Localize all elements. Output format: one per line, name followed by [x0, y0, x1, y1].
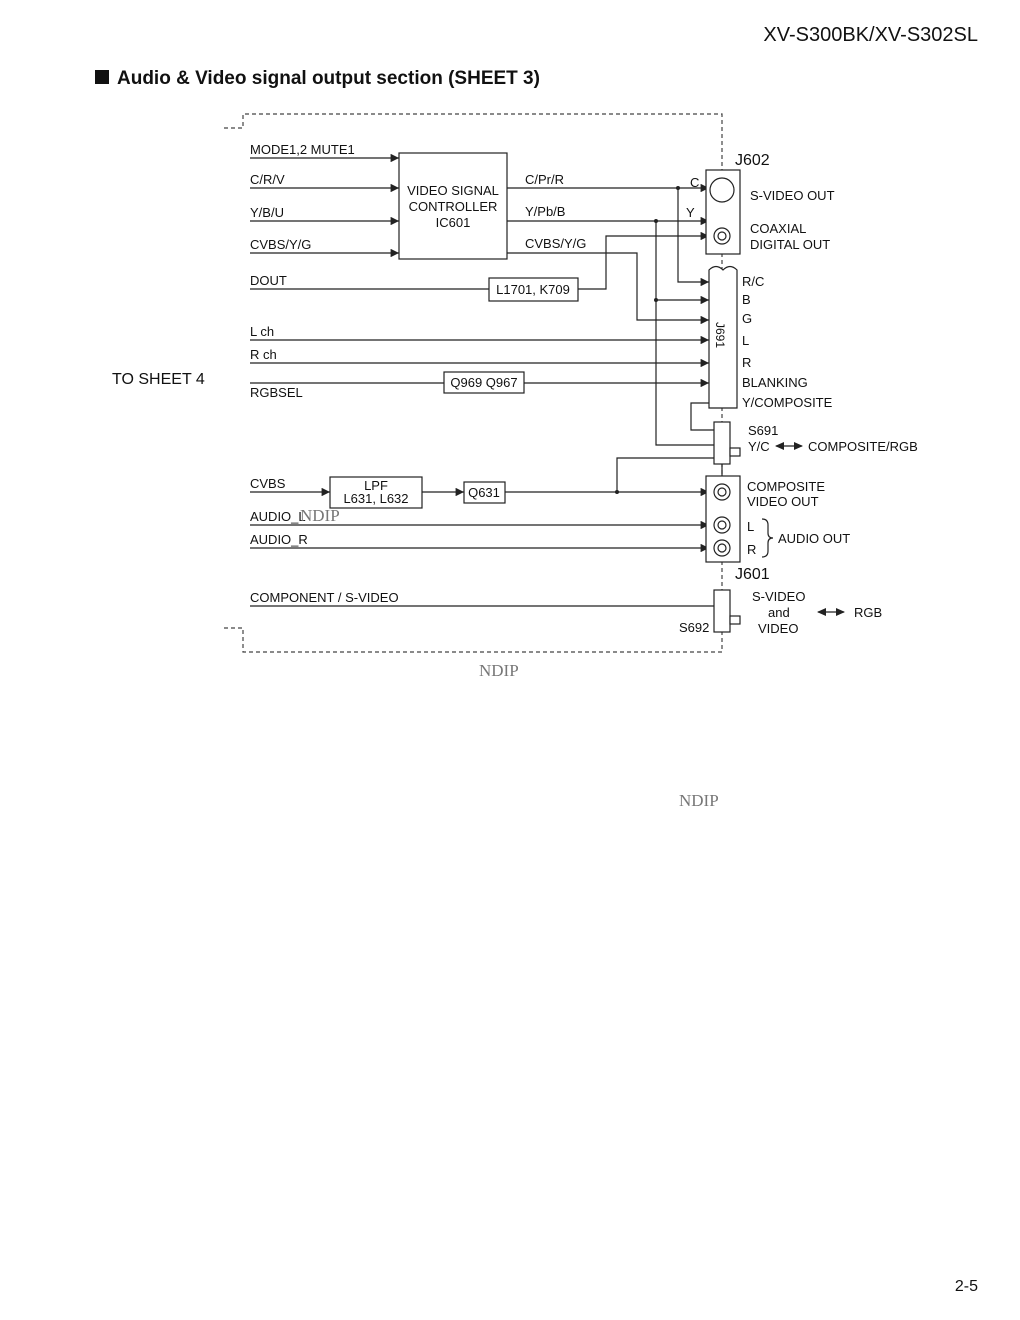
s692-switch — [713, 589, 731, 633]
c-pin-label: C — [690, 175, 699, 190]
cvbs-label: CVBS — [250, 476, 286, 491]
c-branch-line — [677, 188, 709, 287]
square-bullet-icon — [95, 70, 109, 84]
section-title: Audio & Video signal output section (SHE… — [95, 68, 540, 90]
cvbs-to-g-line — [507, 252, 709, 325]
j691-pin-ycomposite: Y/COMPOSITE — [742, 395, 833, 410]
ypb-label: Y/Pb/B — [525, 204, 565, 219]
junction-dot — [654, 298, 658, 302]
y-branch-line — [655, 221, 709, 305]
cpr-label: C/Pr/R — [525, 172, 564, 187]
q969-label: Q969 Q967 — [450, 375, 517, 390]
cvbs-yg-in-label: CVBS/Y/G — [250, 237, 311, 252]
s692-svideo-3: VIDEO — [758, 621, 798, 636]
double-arrow-icon — [817, 608, 845, 616]
y-to-s691-line — [655, 300, 714, 446]
audio-l-label: AUDIO_L — [250, 509, 306, 524]
j691-pin-rc: R/C — [742, 274, 764, 289]
s692-rgb-label: RGB — [854, 605, 882, 620]
s691-label: S691 — [748, 423, 778, 438]
l1701-label: L1701, K709 — [496, 282, 570, 297]
to-sheet-label: TO SHEET 4 — [112, 371, 205, 388]
j602-label: J602 — [735, 152, 770, 169]
watermark: NDIP — [300, 506, 340, 525]
lpf-box — [329, 476, 423, 509]
model-number: XV-S300BK/XV-S302SL — [763, 24, 978, 46]
coax-label-2: DIGITAL OUT — [750, 237, 830, 252]
composite-label-1: COMPOSITE — [747, 479, 825, 494]
composite-jack-inner-icon — [717, 487, 727, 497]
junction-dot — [676, 186, 680, 190]
cvbs-out-label: CVBS/Y/G — [525, 236, 586, 251]
ic601-label-3: IC601 — [436, 215, 471, 230]
s692-label: S692 — [679, 620, 709, 635]
s691-switch — [713, 421, 731, 465]
audio-r-label: AUDIO_R — [250, 532, 308, 547]
ycomp-to-s691-line — [690, 402, 714, 431]
double-arrow-icon — [775, 442, 803, 450]
y-pin-label: Y — [686, 205, 695, 220]
watermark: NDIP — [479, 661, 519, 680]
j601-l-label: L — [747, 519, 754, 534]
coax-label-1: COAXIAL — [750, 221, 806, 236]
svideo-jack-icon — [709, 177, 735, 203]
s692-lever-icon — [729, 615, 741, 625]
audio-brace-icon — [761, 518, 774, 558]
coax-jack-inner-icon — [717, 231, 727, 241]
ic601-box — [398, 152, 508, 260]
j691-pin-l: L — [742, 333, 749, 348]
audio-out-label: AUDIO OUT — [778, 531, 850, 546]
j691-pin-g: G — [742, 311, 752, 326]
j601-label: J601 — [735, 566, 770, 583]
j601-r-label: R — [747, 542, 756, 557]
j691-pin-blanking: BLANKING — [742, 375, 808, 390]
rgbsel-label: RGBSEL — [250, 385, 303, 400]
lch-label: L ch — [250, 324, 274, 339]
s691-to-composite-line — [616, 457, 714, 492]
component-label: COMPONENT / S-VIDEO — [250, 590, 399, 605]
dout-label: DOUT — [250, 273, 287, 288]
audio-r-jack-inner-icon — [717, 543, 727, 553]
s691-yc-label: Y/C — [748, 439, 770, 454]
ybu-label: Y/B/U — [250, 205, 284, 220]
crv-label: C/R/V — [250, 172, 285, 187]
page-number: 2-5 — [954, 1278, 978, 1295]
junction-dot — [654, 219, 658, 223]
dout-to-coax-line — [578, 231, 709, 290]
j691-pin-r: R — [742, 355, 751, 370]
mode-mute-label: MODE1,2 MUTE1 — [250, 142, 355, 157]
rch-label: R ch — [250, 347, 277, 362]
s692-svideo-1: S-VIDEO — [752, 589, 805, 604]
j691-connector — [708, 265, 738, 409]
j691-pin-b: B — [742, 292, 751, 307]
s692-svideo-2: and — [768, 605, 790, 620]
ic601-label-1: VIDEO SIGNAL — [407, 183, 499, 198]
watermark: NDIP — [679, 791, 719, 810]
s691-comp-label: COMPOSITE/RGB — [808, 439, 918, 454]
svideo-out-label: S-VIDEO OUT — [750, 188, 835, 203]
section-title-text: Audio & Video signal output section (SHE… — [117, 68, 540, 89]
j691-label: J691 — [713, 322, 727, 348]
ic601-label-2: CONTROLLER — [409, 199, 498, 214]
composite-label-2: VIDEO OUT — [747, 494, 819, 509]
q631-label: Q631 — [468, 485, 500, 500]
lpf-label-2: L631, L632 — [343, 491, 408, 506]
lpf-label-1: LPF — [364, 478, 388, 493]
s691-lever-icon — [729, 447, 741, 457]
audio-l-jack-inner-icon — [717, 520, 727, 530]
